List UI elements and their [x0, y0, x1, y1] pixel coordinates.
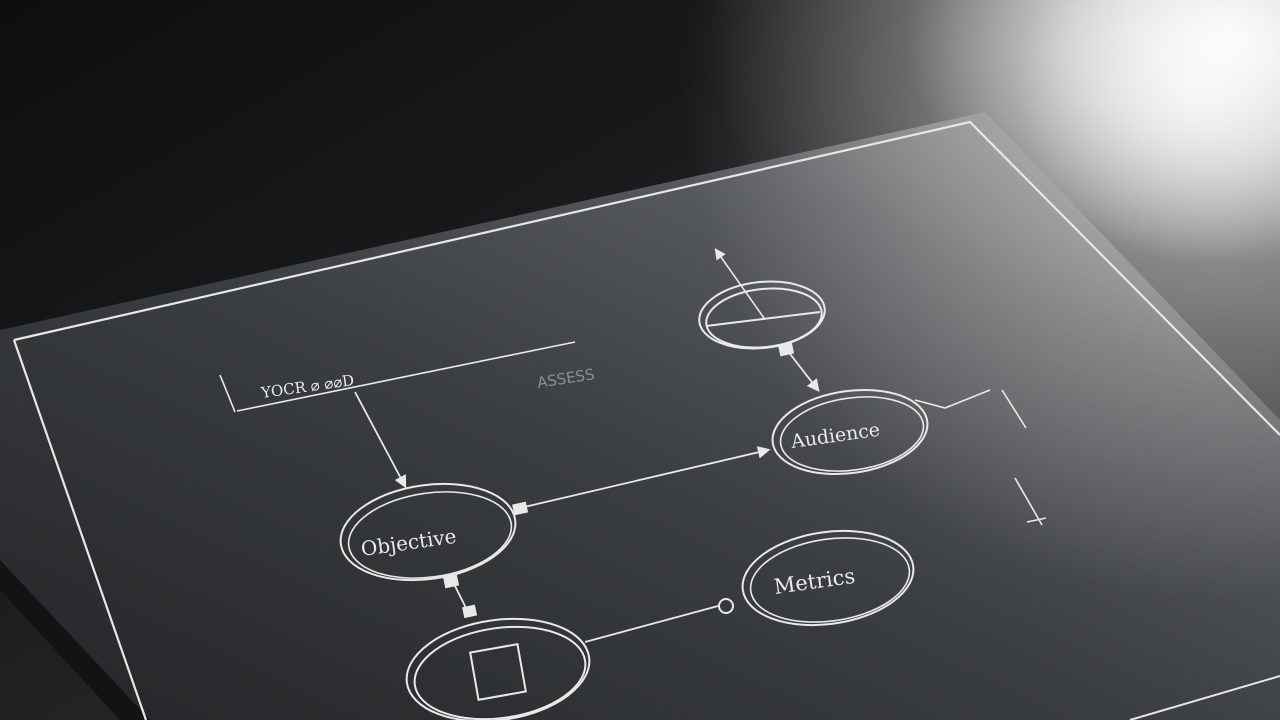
node-top-circle [698, 280, 826, 350]
arrow-up-out [714, 248, 765, 319]
connector-square [462, 604, 478, 619]
board-border-bottom [1129, 675, 1280, 720]
connector-bottom-to-metrics [584, 605, 719, 643]
connector-dot [718, 598, 734, 614]
board-border [13, 120, 1280, 436]
arrow-objective-to-audience [519, 446, 771, 509]
connector-square [443, 574, 460, 589]
header-box [219, 341, 576, 413]
connector-square [512, 501, 529, 516]
board-border-left [12, 339, 148, 720]
connector-square [778, 342, 795, 357]
document-icon [469, 643, 527, 701]
arrow-top-to-audience [786, 349, 820, 392]
dimension-marks [914, 389, 1047, 526]
arrow-header-to-objective [354, 391, 407, 489]
